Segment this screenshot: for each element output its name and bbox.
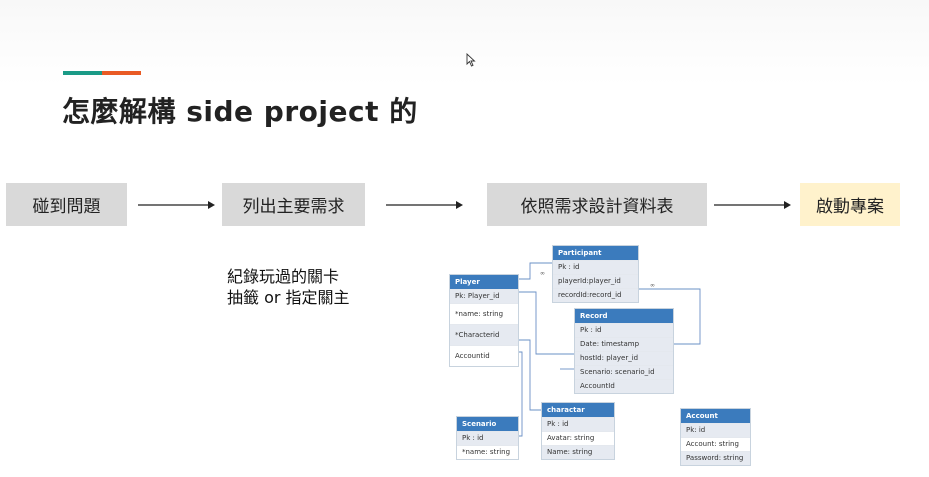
step-design-tables: 依照需求設計資料表 (487, 183, 707, 226)
step-label: 啟動專案 (816, 197, 884, 217)
table-field: playerId:player_id (553, 274, 638, 288)
arrow-right-icon (714, 201, 791, 209)
title-accent-bar (63, 71, 141, 75)
table-header: Player (450, 275, 518, 289)
table-field: hostId: player_id (575, 351, 673, 365)
table-field: recordId:record_id (553, 288, 638, 302)
table-field: AccountId (575, 379, 673, 393)
table-field: Account: string (681, 437, 750, 451)
step-start-project: 啟動專案 (800, 183, 900, 226)
table-field: Avatar: string (542, 431, 614, 445)
table-header: Record (575, 309, 673, 323)
relation-label: ∞ (650, 282, 655, 289)
table-field: *name: string (450, 303, 518, 324)
table-field: Accountid (450, 345, 518, 366)
table-field: Name: string (542, 445, 614, 459)
arrow-right-icon (386, 201, 463, 209)
table-field: Pk : id (542, 417, 614, 431)
table-header: Scenario (457, 417, 518, 431)
table-header: Account (681, 409, 750, 423)
er-table-participant: Participant Pk : id playerId:player_id r… (552, 245, 639, 303)
arrow-right-icon (138, 201, 215, 209)
table-field: Pk: id (681, 423, 750, 437)
table-header: charactar (542, 403, 614, 417)
accent-orange (102, 71, 141, 75)
table-field: Scenario: scenario_id (575, 365, 673, 379)
er-table-record: Record Pk : id Date: timestamp hostId: p… (574, 308, 674, 394)
table-field: Password: string (681, 451, 750, 465)
er-table-scenario: Scenario Pk : id *name: string (456, 416, 519, 460)
er-table-character: charactar Pk : id Avatar: string Name: s… (541, 402, 615, 460)
table-field: *Characterid (450, 324, 518, 345)
step-label: 列出主要需求 (242, 197, 345, 217)
step-label: 依照需求設計資料表 (520, 197, 674, 217)
table-field: Pk: Player_id (450, 289, 518, 303)
relation-label: ∞ (540, 270, 545, 277)
mouse-cursor-icon (466, 53, 476, 67)
table-header: Participant (553, 246, 638, 260)
er-table-account: Account Pk: id Account: string Password:… (680, 408, 751, 466)
slide-title: 怎麼解構 side project 的 (62, 95, 418, 128)
note-line: 紀錄玩過的關卡 (227, 267, 340, 286)
step-label: 碰到問題 (32, 197, 101, 217)
er-table-player: Player Pk: Player_id *name: string *Char… (449, 274, 519, 367)
table-field: Pk : id (575, 323, 673, 337)
table-field: Date: timestamp (575, 337, 673, 351)
table-field: Pk : id (457, 431, 518, 445)
requirements-notes: 紀錄玩過的關卡 抽籤 or 指定關主 (227, 266, 350, 308)
step-encounter-problem: 碰到問題 (6, 183, 127, 226)
note-line: 抽籤 or 指定關主 (227, 288, 350, 307)
step-list-requirements: 列出主要需求 (222, 183, 365, 226)
table-field: *name: string (457, 445, 518, 459)
table-field: Pk : id (553, 260, 638, 274)
accent-teal (63, 71, 102, 75)
